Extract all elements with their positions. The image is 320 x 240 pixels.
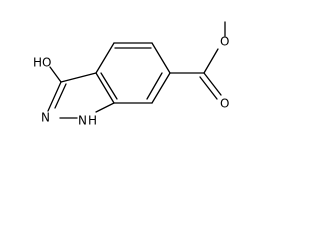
carbonyl-oxygen-label: O: [220, 97, 229, 111]
bond-carbonyl-ester-o: [203, 48, 219, 74]
ester-oxygen-label: O: [220, 35, 229, 49]
bond-c7a-c3a: [95, 72, 115, 104]
bond-c7a-c3a-inner: [100, 72, 118, 100]
chemical-structure-diagram: HO N N H O O: [33, 21, 229, 128]
bond-c3a-c3: [60, 72, 97, 83]
bond-c6-c7: [151, 72, 171, 104]
bond-n1-c7a: [95, 102, 115, 113]
bond-c5-c6: [151, 42, 171, 74]
bond-c3-oh: [49, 66, 62, 83]
ring-nitrogen-label: N: [41, 111, 50, 125]
hydroxyl-label: HO: [33, 56, 51, 70]
bond-carbonyl-double-1: [203, 72, 222, 96]
nh-nitrogen-label: N: [78, 114, 87, 128]
nh-hydrogen-label: H: [88, 114, 97, 128]
bond-c3a-c4: [95, 42, 115, 74]
bond-c6-c7-inner: [146, 72, 163, 100]
bond-carbonyl-double-2: [199, 76, 218, 100]
bond-c3-n2-inner: [54, 83, 67, 109]
bond-c3-n2: [47, 81, 62, 112]
